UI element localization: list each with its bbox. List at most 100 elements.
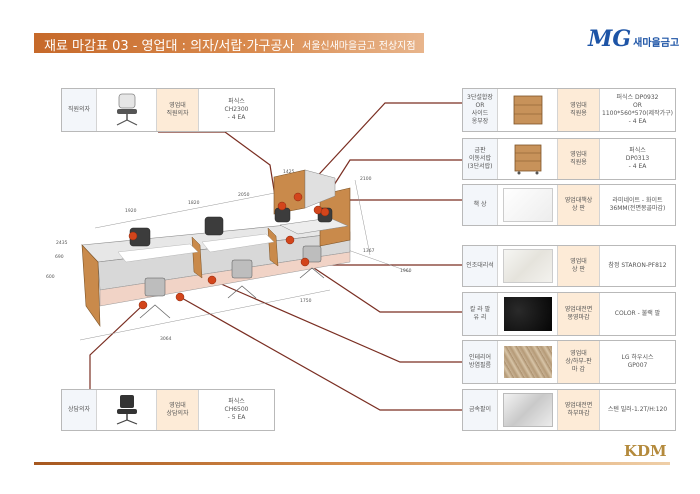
marker-dot xyxy=(128,231,138,241)
back-screen-top xyxy=(304,169,336,209)
counter-3d xyxy=(81,221,351,327)
counter-divider xyxy=(191,236,203,279)
marker-dot xyxy=(138,300,148,310)
desk-swatch xyxy=(498,185,558,225)
dim-line-top xyxy=(94,189,291,229)
consult-chairs xyxy=(144,245,322,297)
spec-detail: 퍼식스 DP0313 - 4 EA xyxy=(600,139,675,179)
spec-label: 직원의자 xyxy=(62,89,97,131)
chair-base xyxy=(299,267,325,279)
cabinet-body xyxy=(513,95,542,125)
leader-metal xyxy=(179,296,462,411)
consult-chair xyxy=(302,245,322,263)
counter-desk-surface xyxy=(201,233,275,253)
spec-desc: 영업대 상담의자 xyxy=(157,390,199,430)
spec-detail: 퍼식스 CH6500 - 5 EA xyxy=(199,390,274,430)
mg-logo-name: 새마을금고 xyxy=(633,38,680,49)
kdm-logo: KDM xyxy=(624,442,667,460)
back-units xyxy=(273,169,351,247)
consult-chair-thumb xyxy=(97,390,157,430)
marker-dot xyxy=(300,257,310,267)
spec-label: 상담의자 xyxy=(62,390,97,430)
marker-dot xyxy=(293,192,303,202)
cabinet-body xyxy=(514,144,541,172)
dim-label: 1750 xyxy=(300,298,312,304)
dim-label: 2435 xyxy=(56,240,68,246)
dim-line-side xyxy=(354,179,371,256)
staff-chair xyxy=(204,216,224,236)
dim-line-right xyxy=(347,249,411,273)
marker-dot xyxy=(207,275,217,285)
spec-label: 금판 이동서랍 (3단서랍) xyxy=(463,139,498,179)
chair-seat xyxy=(116,109,137,114)
marble-swatch xyxy=(502,249,553,283)
leader-film xyxy=(211,279,462,363)
spec-marble: 인조대리석 영업대 상 판 참정 STARON-PF812 xyxy=(462,245,676,287)
consult-chair xyxy=(144,277,166,297)
spec-cabinet: 3단설합장 OR 사이드 옹부장 영업대 직원용 퍼식스 DP0932 OR 1… xyxy=(462,88,676,132)
spec-detail: 스텐 밀러-1.2T/H:120 xyxy=(600,390,675,430)
page-subtitle: 서울신새마을금고 전상지점 xyxy=(302,41,416,52)
leader-glass xyxy=(304,261,462,313)
counter-end-panel xyxy=(81,244,101,327)
spec-desc: 영업대전면 하부마감 xyxy=(558,390,600,430)
marker-dot xyxy=(320,207,330,217)
steel-swatch xyxy=(502,393,553,427)
chairs xyxy=(129,207,333,247)
dim-label: 1920 xyxy=(125,208,137,214)
dim-label: 3064 xyxy=(160,336,172,342)
mg-logo-mark: MG xyxy=(588,26,632,52)
dimension-lines xyxy=(79,179,411,341)
spec-detail: COLOR - 불랙 팔 xyxy=(600,293,675,335)
spec-detail: 라미네이트 - 화이트 36MM(전면몽골마감) xyxy=(600,185,675,225)
spec-detail: 참정 STARON-PF812 xyxy=(600,246,675,286)
marker-dot xyxy=(285,235,295,245)
drawer-thumb xyxy=(498,139,558,179)
marker-dot xyxy=(175,292,185,302)
counter-divider xyxy=(267,227,279,267)
counter-desk-surface xyxy=(117,243,199,263)
title-bar: 재료 마감표 03 - 영업대 : 의자/서랍·가구공사 서울신새마을금고 전상… xyxy=(34,33,424,54)
drawer-cabinet-icon xyxy=(514,144,541,175)
staff-chair-thumb xyxy=(97,89,157,131)
dim-label: 1425 xyxy=(283,169,295,175)
dim-label: 600 xyxy=(46,274,55,280)
cabinet-thumb xyxy=(498,89,558,131)
consult-chair xyxy=(231,259,253,279)
leader-consult-chair xyxy=(89,304,144,395)
chair-seat xyxy=(116,409,137,414)
glass-swatch-cell xyxy=(498,293,558,335)
spec-desc: 영업대 상 판 xyxy=(558,246,600,286)
dim-label: 1960 xyxy=(400,268,412,274)
spec-detail: 퍼식스 DP0932 OR 1100*560*570(제작가구) - 4 EA xyxy=(600,89,675,131)
footer-rule xyxy=(34,462,670,465)
chair-base xyxy=(139,304,171,319)
spec-detail: LG 하우시스 GP007 xyxy=(600,341,675,383)
dim-label: 690 xyxy=(55,254,64,260)
spec-desc: 영업대 직원의자 xyxy=(157,89,199,131)
spec-label: 금속팔이 xyxy=(463,390,498,430)
chair-back xyxy=(118,93,135,109)
marble-swatch-cell xyxy=(498,246,558,286)
spec-film: 인테리어 방염필름 영업대 상/하부-판 마 감 LG 하우시스 GP007 xyxy=(462,340,676,384)
spec-label: 칼 라 팔 유 리 xyxy=(463,293,498,335)
spec-desc: 영업대 직원용 xyxy=(558,89,600,131)
spec-drawer: 금판 이동서랍 (3단서랍) 영업대 직원용 퍼식스 DP0313 - 4 EA xyxy=(462,138,676,180)
spec-desc: 영업대전면 몽영마감 xyxy=(558,293,600,335)
dim-label: 1820 xyxy=(188,200,200,206)
office-chair-icon xyxy=(116,395,137,425)
spec-label: 인테리어 방염필름 xyxy=(463,341,498,383)
metal-swatch-cell xyxy=(498,390,558,430)
marker-dot xyxy=(277,201,287,211)
chair-legs xyxy=(116,419,137,425)
page-title: 재료 마감표 03 - 영업대 : 의자/서랍·가구공사 xyxy=(44,39,295,54)
office-chair-icon xyxy=(116,93,137,126)
spec-desc: 영업대 직원용 xyxy=(558,139,600,179)
spec-desc: 영업대책상 상 판 xyxy=(558,185,600,225)
spec-metal: 금속팔이 영업대전면 하부마감 스텐 밀러-1.2T/H:120 xyxy=(462,389,676,431)
white-laminate-swatch xyxy=(502,188,553,222)
chair-base xyxy=(227,285,257,299)
leader-cabinet xyxy=(297,102,462,198)
drawer-cabinet-icon xyxy=(513,95,542,125)
